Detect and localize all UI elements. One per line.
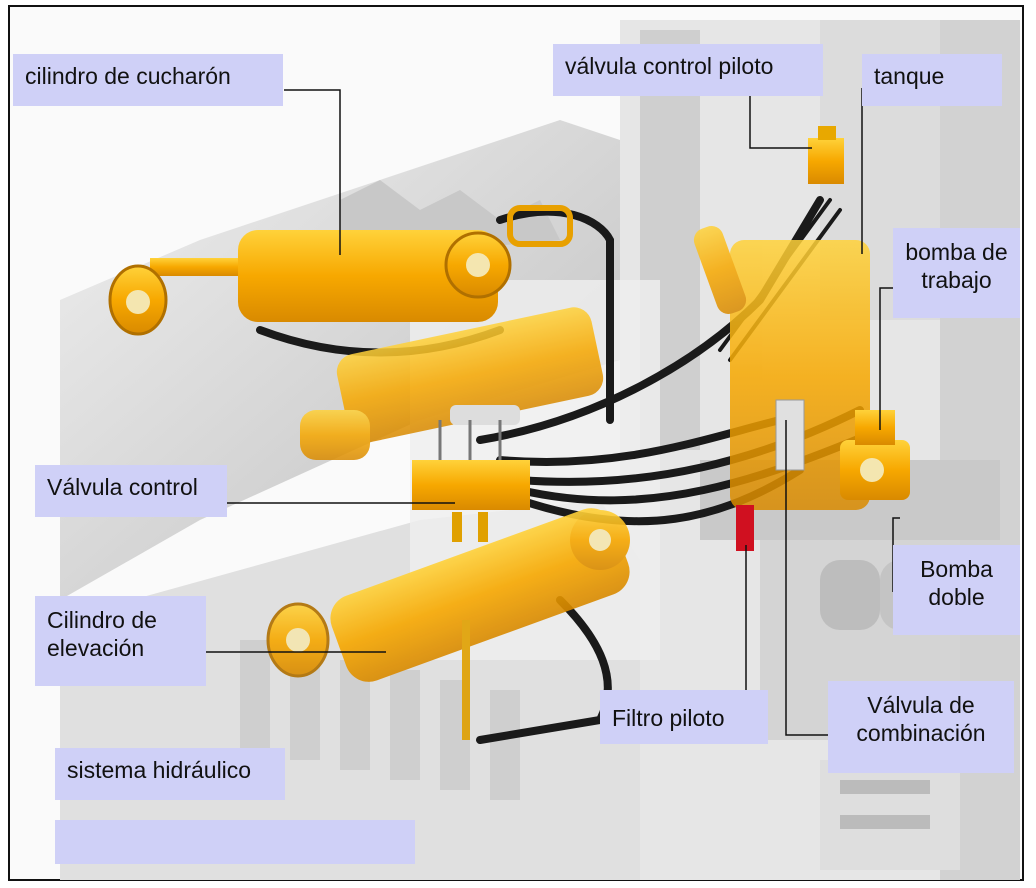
label-work-pump-line1: bomba de <box>905 238 1008 266</box>
label-tank: tanque <box>862 54 1002 106</box>
label-bucket-cylinder-text: cilindro de cucharón <box>25 62 271 90</box>
label-double-pump-line1: Bomba <box>905 555 1008 583</box>
label-double-pump: Bomba doble <box>893 545 1020 635</box>
label-work-pump-line2: trabajo <box>905 266 1008 294</box>
pilot-filter-part <box>736 505 754 551</box>
label-pilot-filter-text: Filtro piloto <box>612 704 756 732</box>
label-lift-cylinder-line2: elevación <box>47 634 194 662</box>
label-tank-text: tanque <box>874 62 990 90</box>
combination-valve-part <box>776 400 804 470</box>
label-control-valve-text: Válvula control <box>47 473 215 501</box>
label-work-pump: bomba de trabajo <box>893 228 1020 318</box>
label-lift-cylinder-line1: Cilindro de <box>47 606 194 634</box>
label-double-pump-line2: doble <box>905 583 1008 611</box>
label-control-valve: Válvula control <box>35 465 227 517</box>
label-hydraulic-system: sistema hidráulico <box>55 748 285 800</box>
label-pilot-filter: Filtro piloto <box>600 690 768 744</box>
label-pilot-control-valve-text: válvula control piloto <box>565 52 811 80</box>
label-combination-valve-line1: Válvula de <box>840 691 1002 719</box>
label-pilot-control-valve: válvula control piloto <box>553 44 823 96</box>
label-combination-valve: Válvula de combinación <box>828 681 1014 773</box>
label-lift-cylinder: Cilindro de elevación <box>35 596 206 686</box>
label-combination-valve-line2: combinación <box>840 719 1002 747</box>
label-hydraulic-system-text: sistema hidráulico <box>67 756 273 784</box>
caption-bar <box>55 820 415 864</box>
label-bucket-cylinder: cilindro de cucharón <box>13 54 283 106</box>
